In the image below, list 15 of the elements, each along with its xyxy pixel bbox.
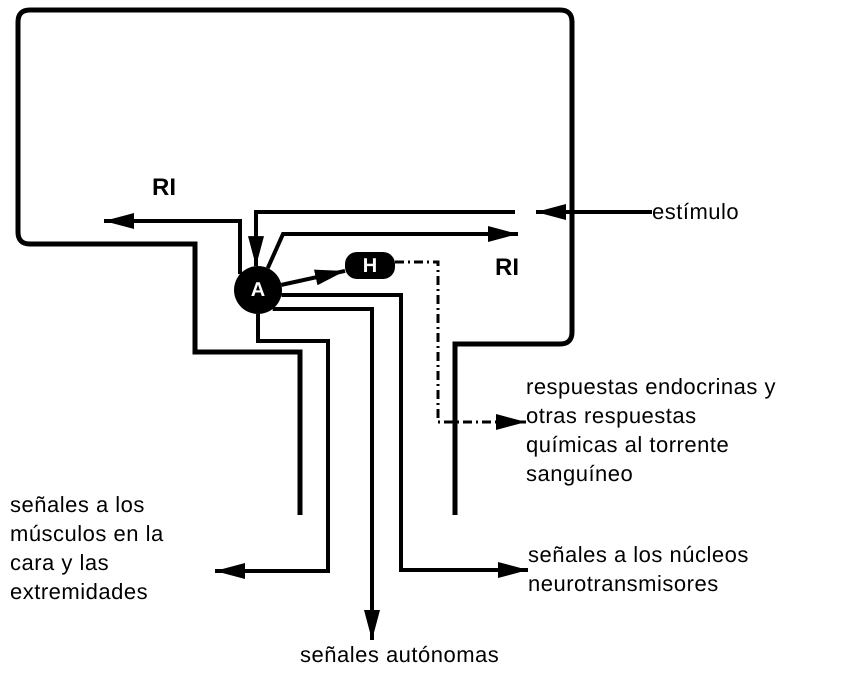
arrow — [536, 204, 652, 220]
arrow — [248, 210, 515, 266]
arrow — [281, 269, 346, 287]
node-box: H — [345, 252, 395, 279]
arrow — [104, 213, 242, 274]
caption-text: señales autónomas — [300, 640, 520, 670]
caption-text: señales a los músculos en la cara y las extremidades — [10, 490, 215, 608]
arrow — [395, 260, 526, 430]
arrow — [281, 293, 528, 578]
arrow — [266, 226, 518, 269]
caption-text: señales a los núcleos neurotransmisores — [528, 540, 828, 600]
arrow — [215, 314, 330, 579]
arrow — [272, 307, 380, 640]
caption-text: estímulo — [652, 197, 762, 227]
caption-text: respuestas endocrinas y otras respuestas químicas al torrente sanguíneo — [526, 372, 788, 490]
